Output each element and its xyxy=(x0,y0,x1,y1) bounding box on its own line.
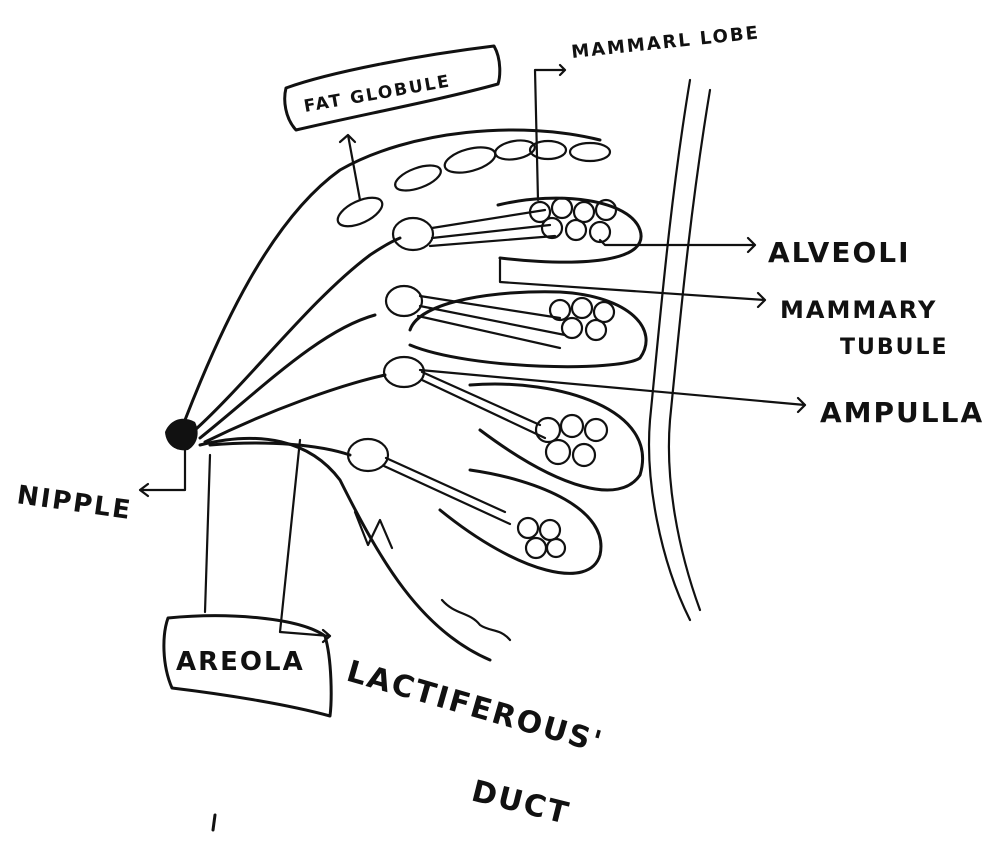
areola-box: AREOLA xyxy=(164,616,331,716)
ampulla-3 xyxy=(384,357,424,387)
label-mammary-lobe: MAMMARL LOBE xyxy=(570,22,761,63)
ampulla-4 xyxy=(348,439,388,471)
label-alveoli: ALVEOLI xyxy=(768,236,911,269)
label-nipple: NIPPLE xyxy=(15,480,134,526)
ampulla-2 xyxy=(386,286,422,316)
chest-wall xyxy=(649,80,710,620)
breast-outline xyxy=(185,130,600,660)
fat-globules xyxy=(334,138,610,232)
label-ampulla: AMPULLA xyxy=(820,396,984,429)
label-lactiferous-line2: DUCT xyxy=(468,774,573,832)
label-mammary-tubule-line1: MAMMARY xyxy=(780,296,937,324)
nipple-shape xyxy=(165,419,198,451)
ampulla-1 xyxy=(393,218,433,250)
stray-mark xyxy=(213,815,215,830)
label-mammary-tubule-line2: TUBULE xyxy=(840,335,949,360)
label-fat-globule: FAT GLOBULE xyxy=(302,71,452,117)
fat-globule-box: FAT GLOBULE xyxy=(285,46,500,130)
label-areola: AREOLA xyxy=(176,647,305,677)
label-lactiferous-line1: LACTIFEROUS' xyxy=(343,654,607,761)
callout-lines xyxy=(140,65,805,642)
alveoli-clusters xyxy=(518,198,616,558)
